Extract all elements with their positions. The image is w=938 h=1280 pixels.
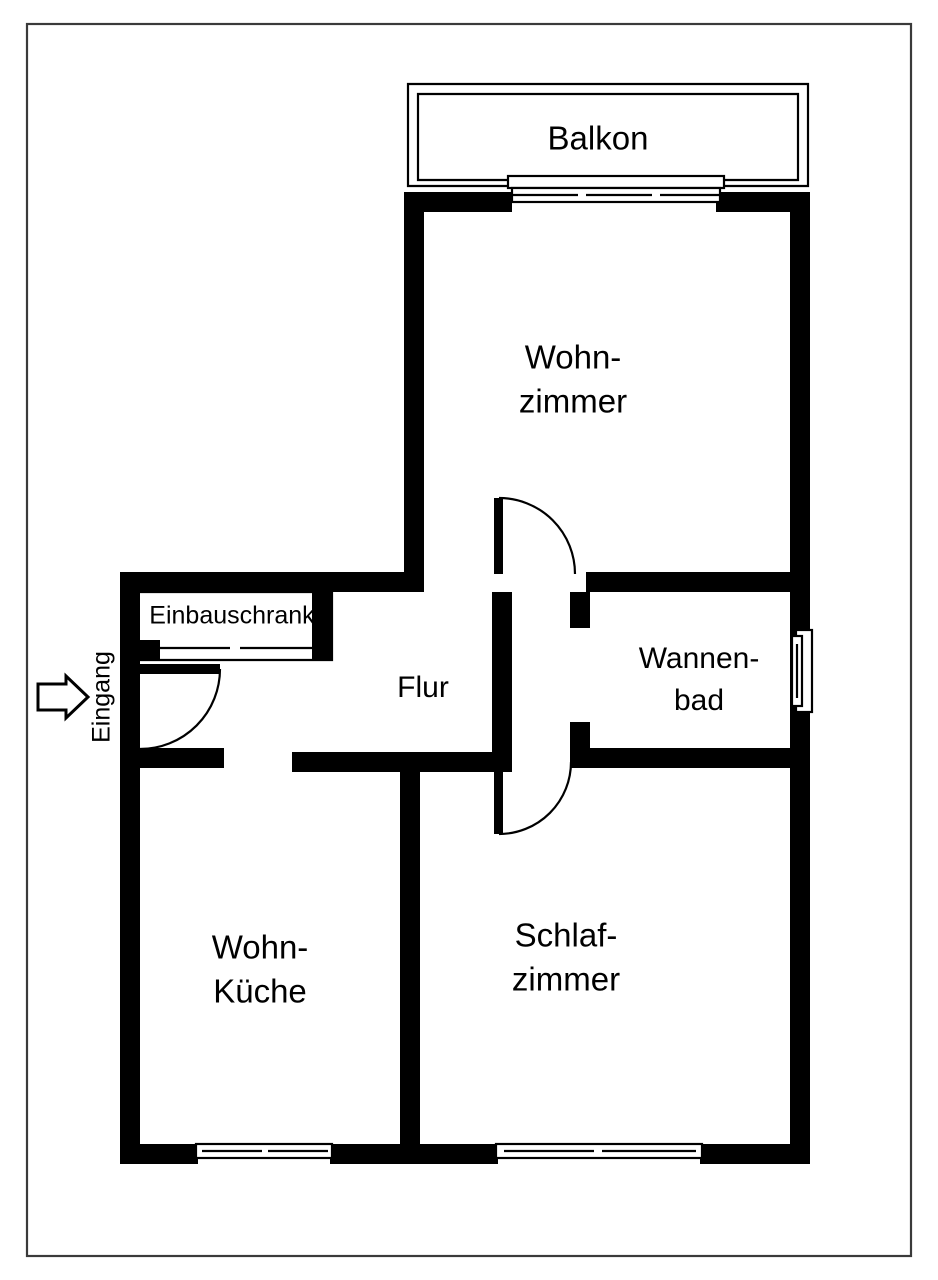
wall-bottom-left-stub bbox=[120, 1144, 198, 1164]
balkon-door-frame-outer bbox=[506, 174, 726, 190]
label-flur: Flur bbox=[397, 671, 449, 704]
label-wohnkueche-line2: Küche bbox=[213, 973, 307, 1010]
bedroom-door-swing-arc bbox=[498, 761, 573, 836]
bedroom-window-frame bbox=[494, 1142, 704, 1160]
kitchen-window-frame bbox=[194, 1142, 334, 1160]
wall-kitchen-top bbox=[140, 748, 224, 768]
wall-flur-top-left bbox=[120, 572, 424, 592]
label-wannenbad-line2: bad bbox=[674, 684, 724, 717]
wall-exterior-left bbox=[120, 572, 140, 1164]
label-wannenbad-line1: Wannen- bbox=[639, 642, 760, 675]
window-bedroom bbox=[494, 1142, 704, 1160]
entrance-arrow-shape bbox=[36, 672, 91, 722]
wall-door-jamb-livingroom bbox=[570, 592, 590, 628]
wall-flur-top-right bbox=[586, 572, 810, 592]
label-einbauschrank: Einbauschrank bbox=[149, 602, 315, 630]
window-balkon-door bbox=[506, 174, 726, 204]
entrance-door-leaf bbox=[140, 664, 220, 674]
door-entrance bbox=[139, 664, 222, 751]
room-einbauschrank bbox=[140, 590, 334, 662]
label-schlafzimmer-line1: Schlaf- bbox=[515, 917, 618, 954]
label-balkon: Balkon bbox=[548, 120, 649, 157]
livingroom-door-swing-arc bbox=[498, 496, 577, 575]
window-bathroom bbox=[790, 628, 814, 714]
arrow-right-icon bbox=[36, 672, 91, 722]
exterior-walls bbox=[120, 192, 810, 1164]
entrance-door-swing-arc bbox=[139, 668, 222, 751]
wall-flur-bottom bbox=[292, 752, 512, 772]
wall-wohnzimmer-left-top bbox=[404, 192, 512, 572]
label-wohnkueche-line1: Wohn- bbox=[212, 929, 309, 966]
livingroom-door-leaf bbox=[494, 498, 503, 574]
label-wohnzimmer-line1: Wohn- bbox=[525, 339, 622, 376]
label-wohnzimmer-line2: zimmer bbox=[519, 383, 627, 420]
window-kitchen bbox=[194, 1142, 334, 1160]
label-eingang: Eingang bbox=[88, 651, 116, 743]
balkon-inner-outline bbox=[416, 92, 800, 182]
closet-wall-right bbox=[312, 592, 332, 660]
wall-kitchen-bedroom-divider bbox=[400, 768, 420, 1164]
wall-bottom-right-stub bbox=[700, 1144, 810, 1164]
door-bedroom bbox=[494, 761, 573, 836]
label-schlafzimmer-line2: zimmer bbox=[512, 961, 620, 998]
room-balkon bbox=[406, 82, 810, 188]
wall-bath-bottom bbox=[570, 748, 790, 768]
interior-walls bbox=[140, 592, 790, 1164]
door-livingroom bbox=[494, 496, 577, 575]
wall-exterior-right-lower bbox=[790, 760, 810, 1164]
page-frame bbox=[25, 22, 913, 1258]
wall-flur-right-upper bbox=[492, 592, 512, 768]
closet-jamb-left bbox=[140, 640, 160, 660]
bedroom-door-leaf bbox=[494, 762, 503, 834]
balkon-outline bbox=[406, 82, 810, 188]
